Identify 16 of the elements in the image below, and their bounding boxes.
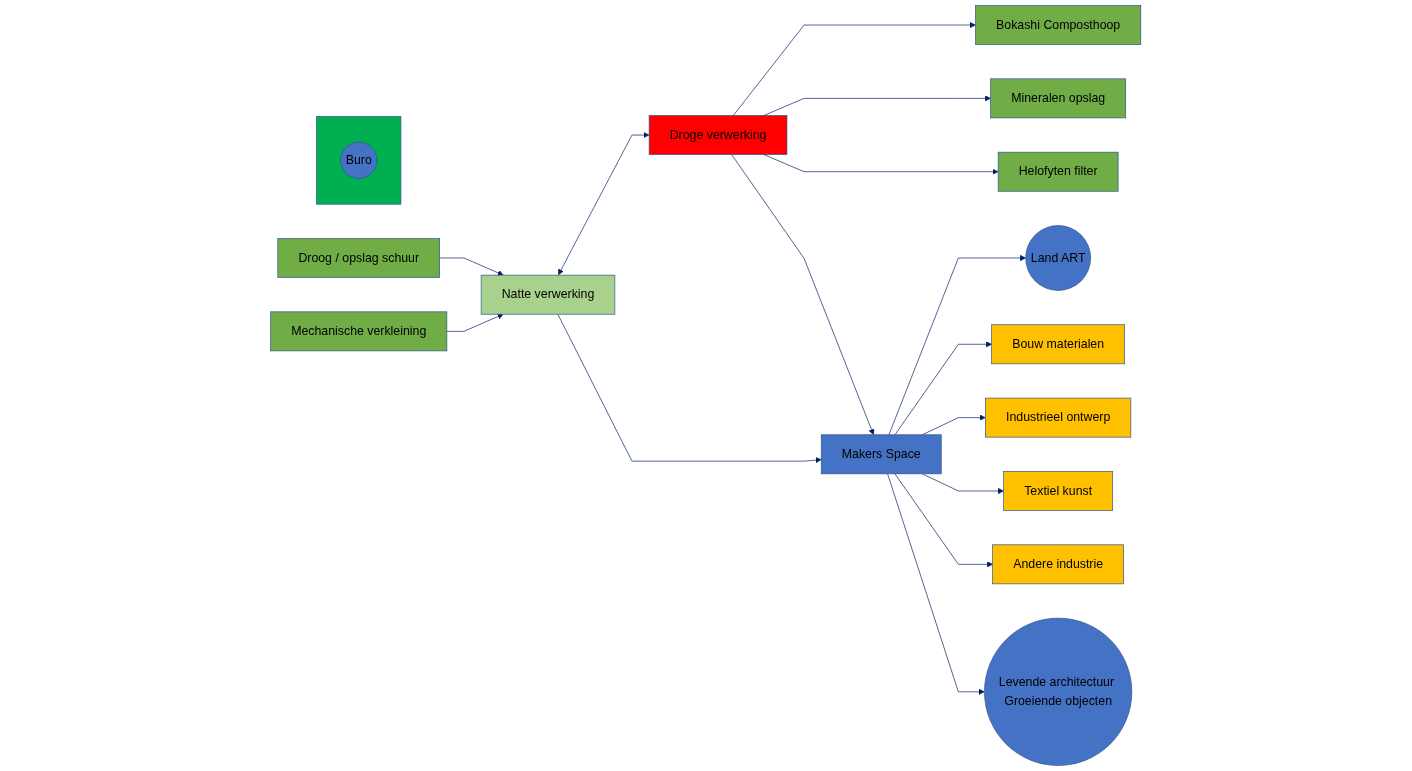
node-circle: Land ART xyxy=(1025,225,1092,291)
node-box: Droog / opslag schuur xyxy=(277,238,441,278)
cluster xyxy=(316,116,402,205)
node-circle: Buro xyxy=(340,141,378,179)
node-box: Helofyten filter xyxy=(998,151,1119,192)
node-box: Bokashi Composthoop xyxy=(975,5,1142,45)
node-box: Natte verwerking xyxy=(481,274,616,315)
node-circle: Levende architectuur Groeiende objecten xyxy=(984,617,1133,766)
node-box: Bouw materialen xyxy=(991,324,1126,365)
node-box: Textiel kunst xyxy=(1003,471,1114,511)
node-box: Mechanische verkleining xyxy=(270,311,448,352)
node-box: Makers Space xyxy=(821,434,942,475)
node-box: Droge verwerking xyxy=(649,115,788,155)
node-box: Andere industrie xyxy=(992,544,1125,585)
node-box: Industrieel ontwerp xyxy=(985,397,1132,438)
node-box: Mineralen opslag xyxy=(990,78,1127,119)
